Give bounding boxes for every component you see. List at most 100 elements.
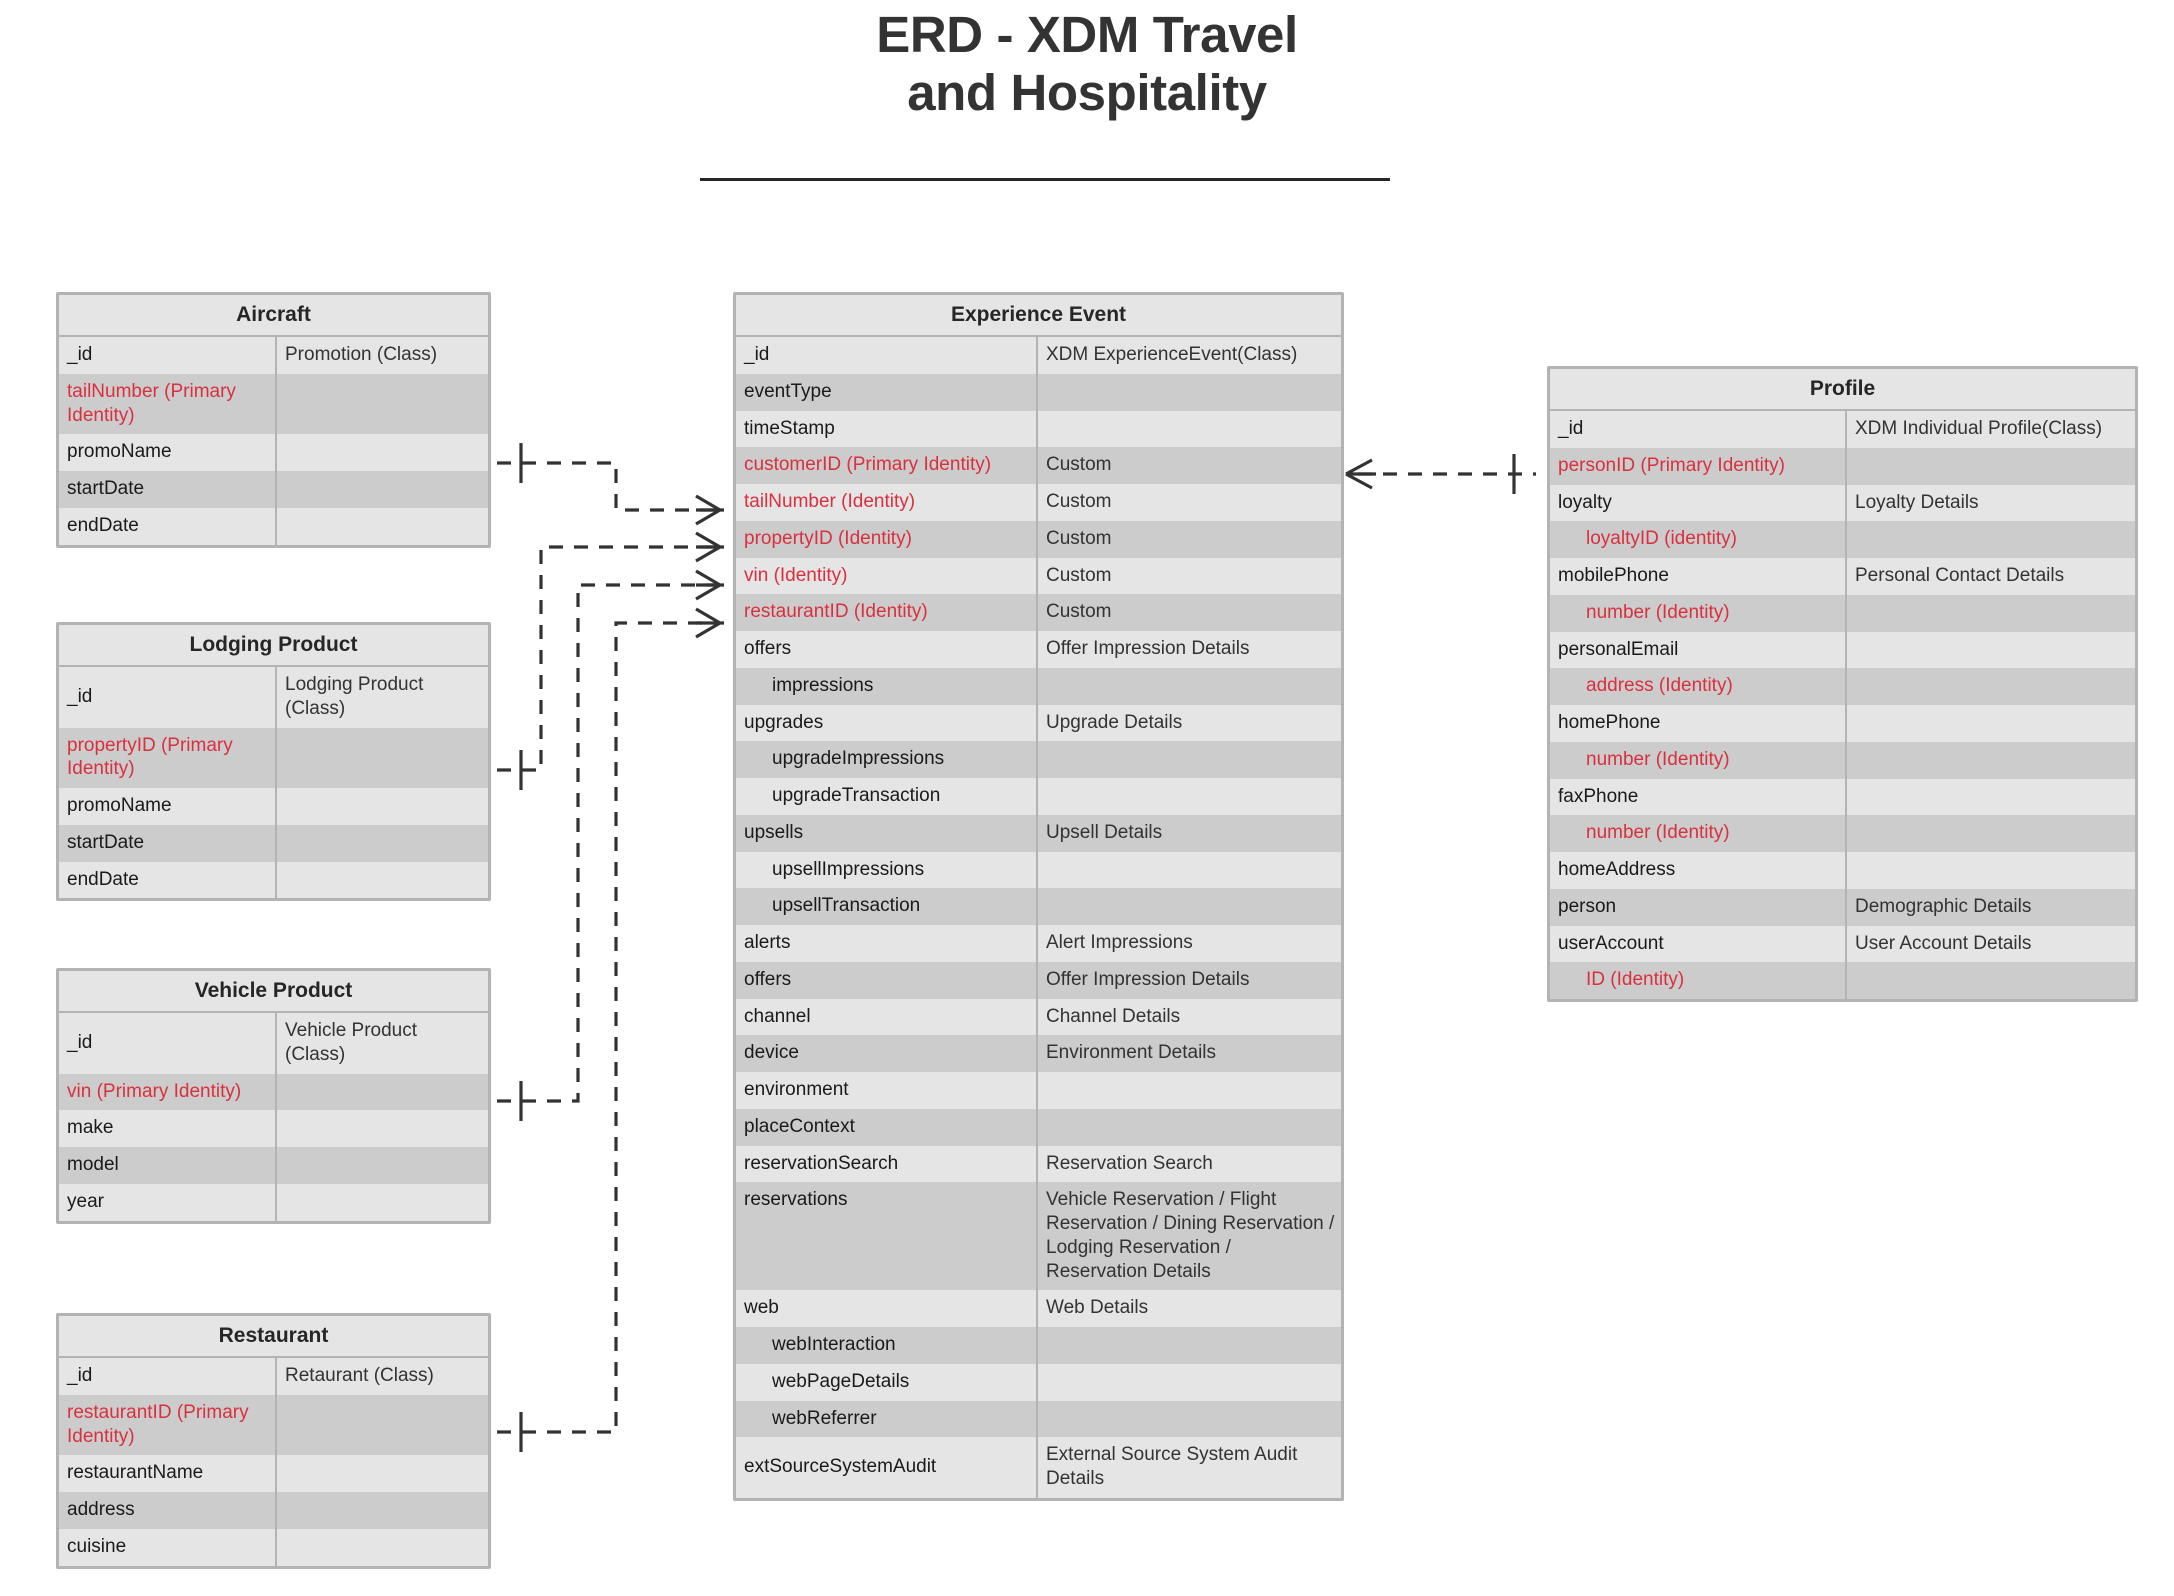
row-field-type: XDM ExperienceEvent(Class) (1046, 344, 1298, 366)
table-row[interactable]: tailNumber (Identity)Custom (736, 484, 1341, 521)
table-row[interactable]: customerID (Primary Identity)Custom (736, 447, 1341, 485)
table-row[interactable]: propertyID (Primary Identity) (59, 727, 488, 789)
row-field-name: channel (736, 998, 1038, 1036)
connector-vehicle-to-experience (497, 569, 724, 1121)
row-field-name: timeStamp (736, 410, 1038, 448)
row-field-name: environment (736, 1072, 1038, 1109)
row-field-name: startDate (59, 471, 277, 508)
row-field-name: address (Identity) (1550, 668, 1847, 706)
row-field-type: Custom (1046, 454, 1112, 476)
row-field-type (277, 1395, 488, 1456)
table-row[interactable]: webInteraction (736, 1327, 1341, 1364)
table-row[interactable]: endDate (59, 507, 488, 545)
table-row[interactable]: vin (Identity)Custom (736, 557, 1341, 595)
table-row[interactable]: homeAddress (1550, 852, 2135, 889)
table-row[interactable]: faxPhone (1550, 778, 2135, 816)
row-field-name: faxPhone (1550, 778, 1847, 816)
table-row[interactable]: upsellTransaction (736, 888, 1341, 926)
row-field-name: upsellImpressions (736, 851, 1038, 889)
table-row[interactable]: eventType (736, 373, 1341, 411)
table-row[interactable]: webPageDetails (736, 1363, 1341, 1401)
table-row[interactable]: number (Identity) (1550, 815, 2135, 853)
row-field-type (1038, 852, 1341, 889)
table-row[interactable]: year (59, 1183, 488, 1221)
table-row[interactable]: upgradeTransaction (736, 778, 1341, 815)
table-row[interactable]: tailNumber (Primary Identity) (59, 373, 488, 435)
table-row[interactable]: upsellImpressions (736, 851, 1341, 889)
table-row[interactable]: restaurantID (Primary Identity) (59, 1394, 488, 1456)
table-row[interactable]: make (59, 1110, 488, 1148)
table-row[interactable]: restaurantID (Identity)Custom (736, 594, 1341, 632)
row-field-type (1847, 852, 2135, 889)
row-field-type (277, 1455, 488, 1492)
table-row[interactable]: vin (Primary Identity) (59, 1073, 488, 1111)
table-row[interactable]: propertyID (Identity)Custom (736, 520, 1341, 558)
table-row[interactable]: endDate (59, 861, 488, 899)
table-row[interactable]: personalEmail (1550, 631, 2135, 669)
table-row[interactable]: address (59, 1492, 488, 1529)
row-field-type: Offer Impression Details (1046, 968, 1250, 990)
table-row[interactable]: number (Identity) (1550, 594, 2135, 632)
table-row[interactable]: impressions (736, 667, 1341, 705)
row-field-name: reservationSearch (736, 1145, 1038, 1183)
row-field-type (1847, 632, 2135, 669)
table-row[interactable]: environment (736, 1072, 1341, 1109)
table-row[interactable]: number (Identity) (1550, 741, 2135, 779)
table-row[interactable]: timeStamp (736, 410, 1341, 448)
row-field-type (1038, 374, 1341, 411)
table-row[interactable]: promoName (59, 788, 488, 825)
row-field-name: number (Identity) (1550, 815, 1847, 853)
entity-title-restaurant: Restaurant (59, 1316, 488, 1359)
row-field-name: impressions (736, 667, 1038, 705)
row-field-name: placeContext (736, 1108, 1038, 1146)
row-field-name: webReferrer (736, 1400, 1038, 1438)
row-field-type: Personal Contact Details (1855, 565, 2065, 587)
table-row[interactable]: ID (Identity) (1550, 962, 2135, 1000)
table-row[interactable]: promoName (59, 434, 488, 472)
table-row[interactable]: homePhone (1550, 705, 2135, 742)
row-field-type (1847, 779, 2135, 816)
table-row[interactable]: startDate (59, 471, 488, 508)
table-row[interactable]: startDate (59, 824, 488, 862)
row-field-name: personID (Primary Identity) (1550, 447, 1847, 485)
table-row[interactable]: address (Identity) (1550, 668, 2135, 706)
table-row[interactable]: cuisine (59, 1528, 488, 1566)
table-row[interactable]: restaurantName (59, 1455, 488, 1493)
table-row[interactable]: model (59, 1147, 488, 1184)
row-field-name: eventType (736, 373, 1038, 411)
table-row[interactable]: webReferrer (736, 1400, 1341, 1438)
row-field-type (1847, 815, 2135, 852)
row-field-name: _id (59, 1358, 277, 1395)
table-row[interactable]: personID (Primary Identity) (1550, 447, 2135, 485)
table-row[interactable]: placeContext (736, 1108, 1341, 1146)
table-row[interactable]: upgradeImpressions (736, 741, 1341, 779)
table-row[interactable]: loyaltyID (identity) (1550, 521, 2135, 559)
